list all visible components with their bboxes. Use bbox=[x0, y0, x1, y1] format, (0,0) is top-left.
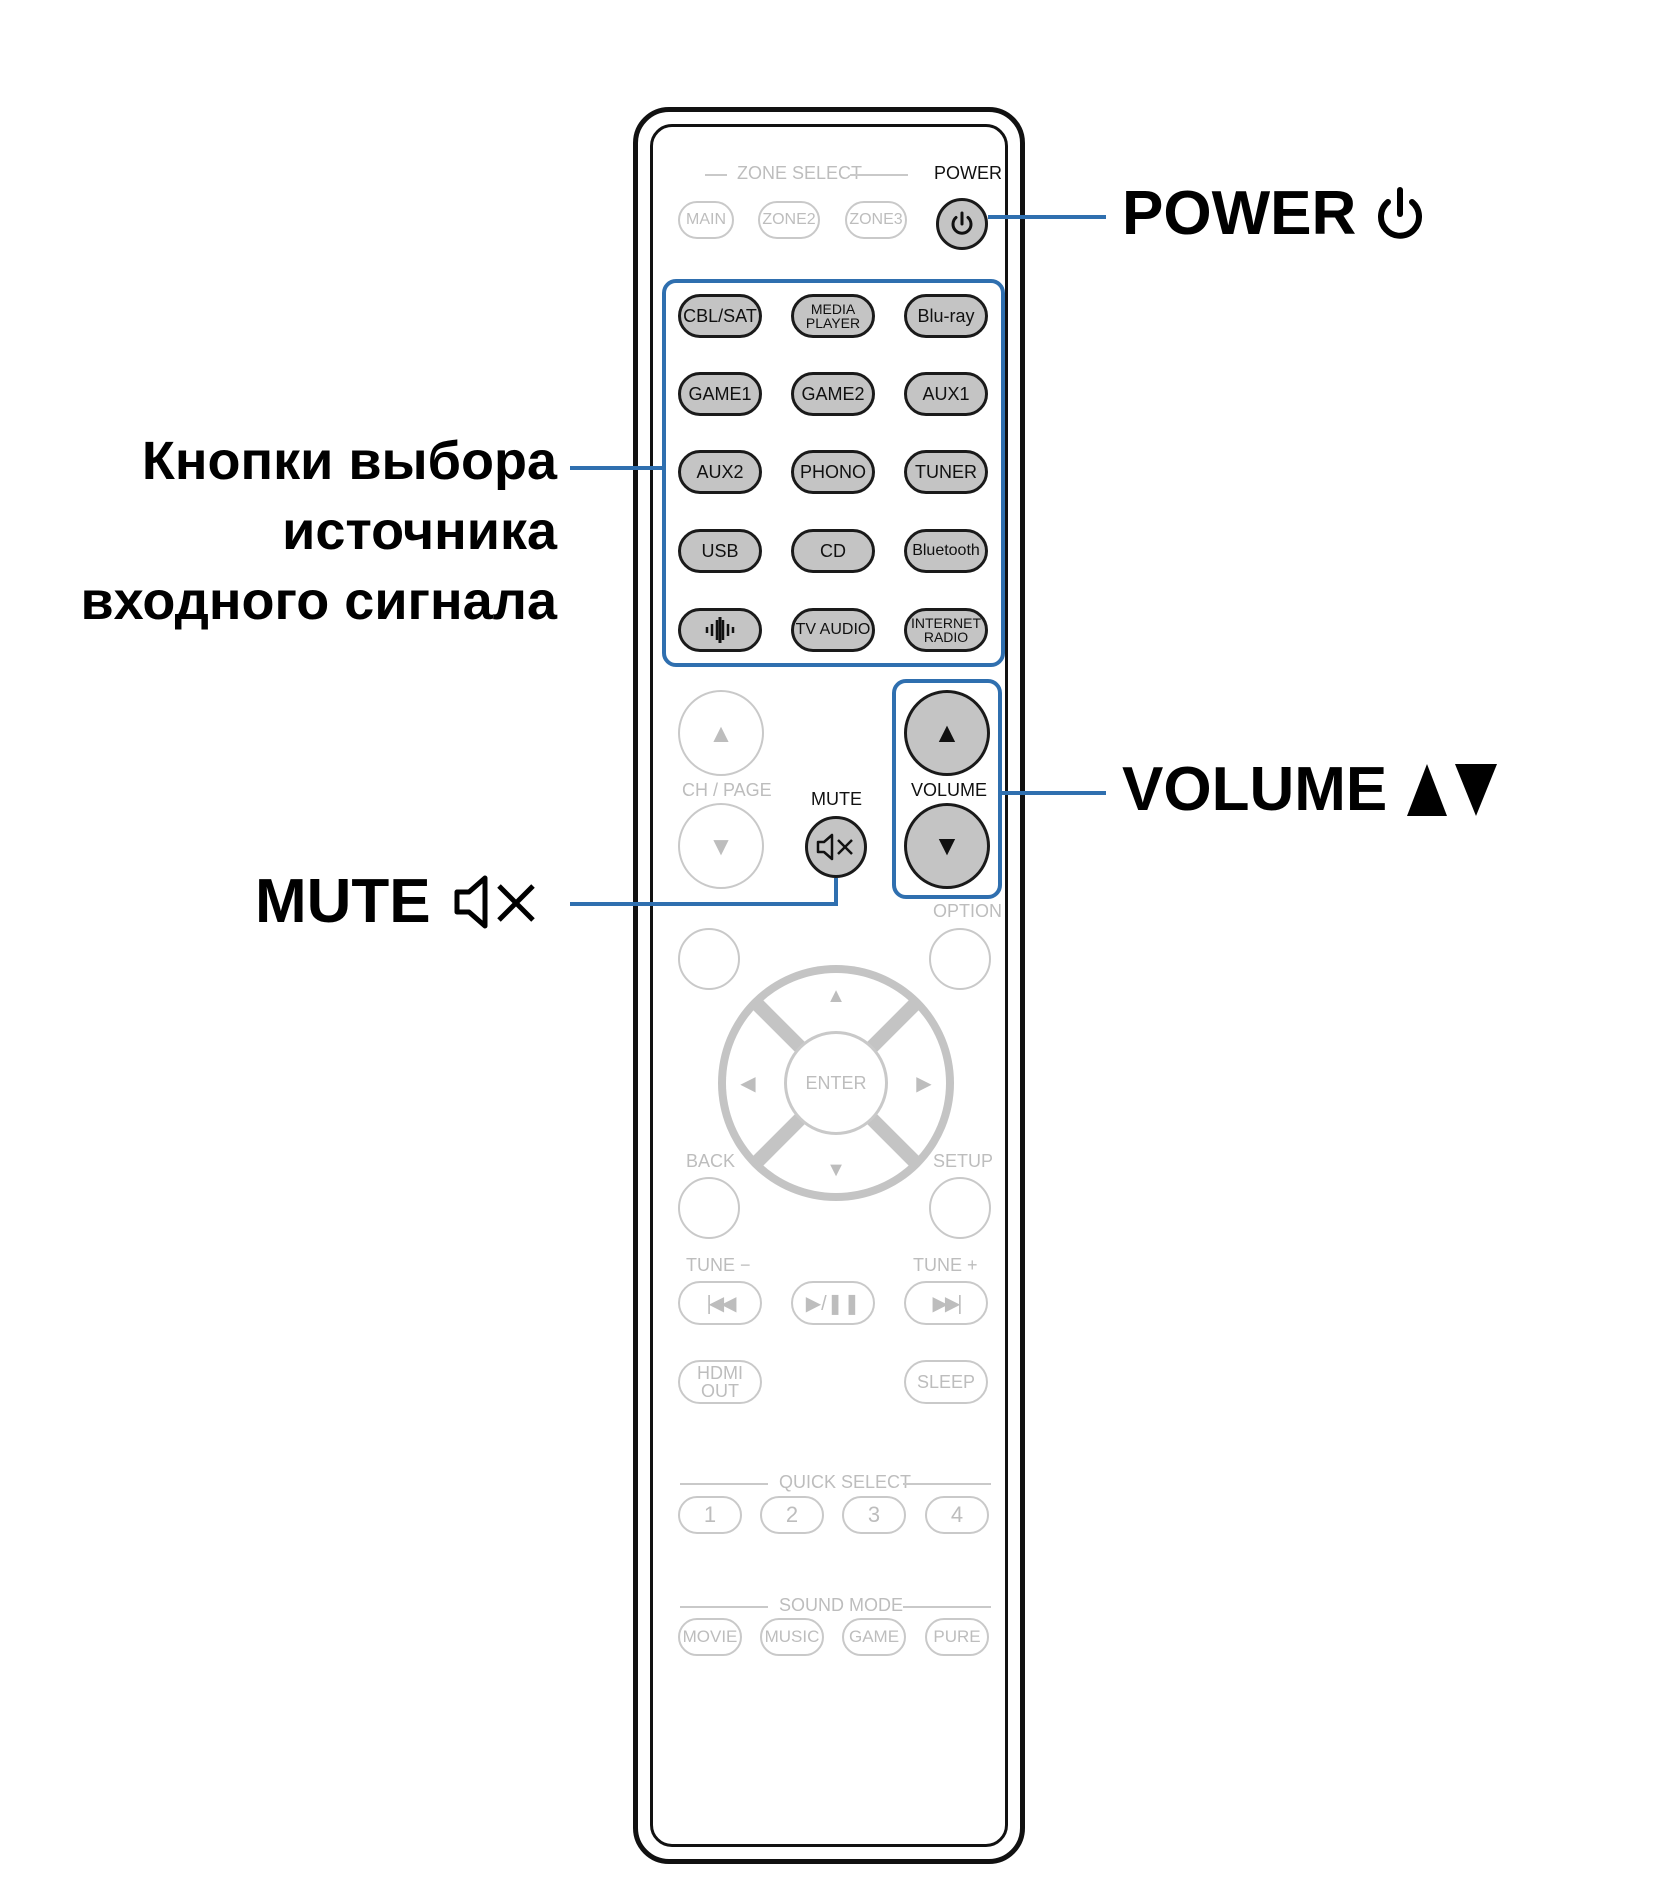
play-pause-button[interactable]: ▶/❚❚ bbox=[791, 1281, 875, 1325]
zone-main-button[interactable]: MAIN bbox=[678, 201, 734, 239]
source-aux1-button[interactable]: AUX1 bbox=[904, 372, 988, 416]
source-tuner-button[interactable]: TUNER bbox=[904, 450, 988, 494]
quick-select-3-button[interactable]: 3 bbox=[842, 1496, 906, 1534]
source-usb-button[interactable]: USB bbox=[678, 529, 762, 573]
tune-plus-label: TUNE + bbox=[913, 1255, 978, 1275]
power-leader-line bbox=[988, 215, 1106, 219]
source-internet-radio-button[interactable]: INTERNET RADIO bbox=[904, 608, 988, 652]
mute-leader-vertical bbox=[834, 878, 838, 906]
volume-up-button[interactable]: ▲ bbox=[904, 690, 990, 776]
power-icon-callout bbox=[1378, 186, 1423, 239]
power-icon bbox=[951, 211, 973, 235]
input-source-callout-line3: входного сигнала bbox=[80, 571, 557, 631]
mute-callout-text: MUTE bbox=[255, 867, 431, 936]
setup-button[interactable] bbox=[929, 1177, 991, 1239]
quick-select-label: QUICK SELECT bbox=[779, 1472, 912, 1492]
up-down-arrows-icon bbox=[1407, 763, 1498, 816]
input-source-leader-line bbox=[570, 466, 662, 470]
sound-mode-divider-left bbox=[680, 1606, 768, 1608]
cursor-left-button[interactable]: ◀ bbox=[740, 1072, 756, 1095]
volume-callout-text: VOLUME bbox=[1122, 755, 1388, 824]
zone-select-divider-right bbox=[850, 174, 908, 176]
power-button[interactable] bbox=[936, 198, 988, 250]
ch-page-up-button[interactable]: ▲ bbox=[678, 690, 764, 776]
mute-icon-callout bbox=[454, 875, 535, 928]
option-button[interactable] bbox=[929, 928, 991, 990]
source-aux2-button[interactable]: AUX2 bbox=[678, 450, 762, 494]
mute-icon bbox=[816, 833, 853, 861]
mute-callout: MUTE bbox=[255, 866, 543, 937]
source-cd-button[interactable]: CD bbox=[791, 529, 875, 573]
source-tv-audio-button[interactable]: TV AUDIO bbox=[791, 608, 875, 652]
input-source-callout-line2: источника bbox=[282, 501, 557, 561]
sound-mode-game-button[interactable]: GAME bbox=[842, 1618, 906, 1656]
power-callout: POWER bbox=[1122, 178, 1428, 249]
quick-select-4-button[interactable]: 4 bbox=[925, 1496, 989, 1534]
volume-leader-line bbox=[1002, 791, 1106, 795]
previous-track-button[interactable]: |◀◀ bbox=[678, 1281, 762, 1325]
back-button[interactable] bbox=[678, 1177, 740, 1239]
enter-button[interactable]: ENTER bbox=[784, 1031, 888, 1135]
source-game1-button[interactable]: GAME1 bbox=[678, 372, 762, 416]
hdmi-out-line1: HDMI bbox=[697, 1363, 743, 1383]
ch-page-down-button[interactable]: ▼ bbox=[678, 803, 764, 889]
source-cbl-sat-button[interactable]: CBL/SAT bbox=[678, 294, 762, 338]
source-phono-button[interactable]: PHONO bbox=[791, 450, 875, 494]
sound-mode-pure-button[interactable]: PURE bbox=[925, 1618, 989, 1656]
zone-select-divider-left bbox=[705, 174, 727, 176]
hdmi-out-button[interactable]: HDMI OUT bbox=[678, 1360, 762, 1404]
source-internet-radio-line1: INTERNET bbox=[911, 615, 981, 631]
source-heos-button[interactable] bbox=[678, 608, 762, 652]
info-button[interactable] bbox=[678, 928, 740, 990]
volume-down-button[interactable]: ▼ bbox=[904, 803, 990, 889]
mute-button[interactable] bbox=[805, 816, 867, 878]
sound-mode-label: SOUND MODE bbox=[779, 1595, 904, 1615]
mute-leader-line bbox=[570, 902, 838, 906]
setup-button-label: SETUP bbox=[933, 1151, 994, 1171]
quick-select-divider-left bbox=[680, 1483, 768, 1485]
input-source-callout: Кнопки выбора источника входного сигнала bbox=[80, 426, 557, 636]
sound-mode-movie-button[interactable]: MOVIE bbox=[678, 1618, 742, 1656]
source-media-player-line1: MEDIA bbox=[810, 301, 856, 317]
volume-highlight bbox=[892, 679, 1002, 899]
input-source-highlight bbox=[662, 279, 1005, 667]
zone-select-label: ZONE SELECT bbox=[737, 163, 863, 183]
source-media-player-line2: PLAYER bbox=[805, 315, 861, 331]
power-callout-text: POWER bbox=[1122, 179, 1357, 248]
back-button-label: BACK bbox=[686, 1151, 736, 1171]
zone2-button[interactable]: ZONE2 bbox=[758, 201, 820, 239]
sleep-button[interactable]: SLEEP bbox=[904, 1360, 988, 1404]
cursor-right-button[interactable]: ▶ bbox=[916, 1072, 932, 1095]
source-bluetooth-button[interactable]: Bluetooth bbox=[904, 529, 988, 573]
option-button-label: OPTION bbox=[933, 901, 1003, 921]
hdmi-out-line2: OUT bbox=[701, 1381, 739, 1401]
input-source-callout-line1: Кнопки выбора bbox=[141, 431, 557, 491]
remote-inner-edge bbox=[650, 124, 1008, 1847]
source-media-player-button[interactable]: MEDIA PLAYER bbox=[791, 294, 875, 338]
source-bluray-button[interactable]: Blu-ray bbox=[904, 294, 988, 338]
mute-button-label: MUTE bbox=[811, 789, 862, 809]
source-game2-button[interactable]: GAME2 bbox=[791, 372, 875, 416]
cursor-up-button[interactable]: ▲ bbox=[826, 984, 846, 1007]
sound-mode-music-button[interactable]: MUSIC bbox=[760, 1618, 824, 1656]
quick-select-divider-right bbox=[903, 1483, 991, 1485]
cursor-down-button[interactable]: ▼ bbox=[826, 1158, 846, 1181]
volume-callout: VOLUME bbox=[1122, 754, 1499, 825]
quick-select-1-button[interactable]: 1 bbox=[678, 1496, 742, 1534]
quick-select-2-button[interactable]: 2 bbox=[760, 1496, 824, 1534]
heos-icon bbox=[705, 617, 735, 643]
ch-page-label: CH / PAGE bbox=[682, 780, 772, 800]
next-track-button[interactable]: ▶▶| bbox=[904, 1281, 988, 1325]
zone3-button[interactable]: ZONE3 bbox=[845, 201, 907, 239]
source-internet-radio-line2: RADIO bbox=[923, 629, 969, 645]
power-button-label: POWER bbox=[934, 163, 1003, 183]
tune-minus-label: TUNE − bbox=[686, 1255, 751, 1275]
sound-mode-divider-right bbox=[903, 1606, 991, 1608]
volume-button-label: VOLUME bbox=[911, 780, 988, 800]
